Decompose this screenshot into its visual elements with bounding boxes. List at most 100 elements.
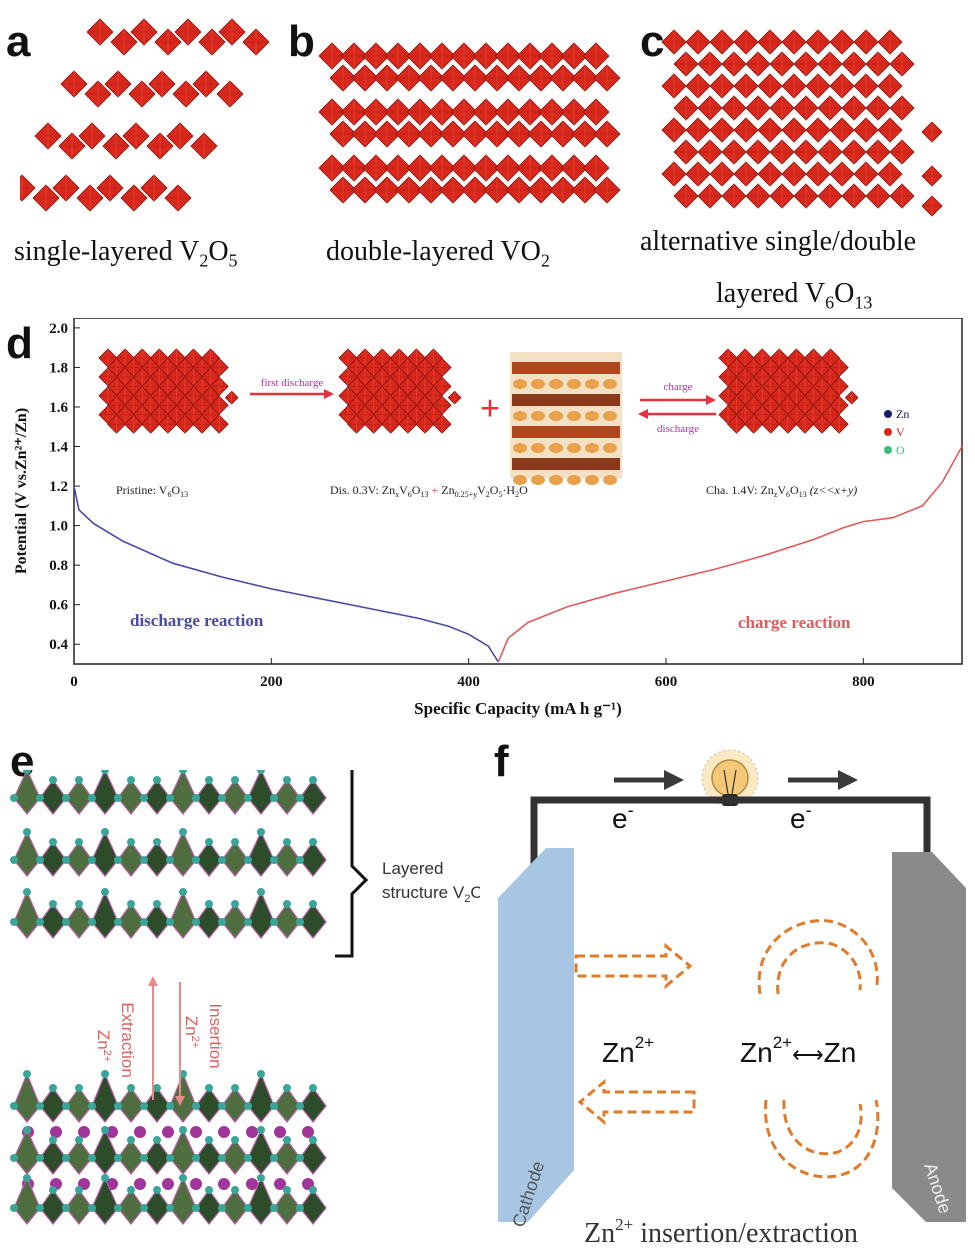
oxygen-atom xyxy=(153,1136,161,1144)
circuit-wire xyxy=(530,796,931,870)
oxygen-atom xyxy=(114,1204,122,1212)
cha-caption: Cha. 1.4V: ZnzV6O13 (z<<x+y) xyxy=(706,483,857,499)
vo-polyhedron xyxy=(65,902,93,939)
oxygen-atom xyxy=(270,794,278,802)
vo-polyhedron xyxy=(117,840,145,877)
panel-f-letter: f xyxy=(494,737,509,786)
vo-polyhedron xyxy=(13,1072,41,1123)
oxygen-atom xyxy=(23,1174,31,1182)
oxygen-atom xyxy=(179,770,187,774)
oxygen-atom xyxy=(296,1204,304,1212)
zinc-ion xyxy=(218,1126,230,1138)
oxygen-atom xyxy=(49,1084,57,1092)
oxygen-atom xyxy=(257,770,265,774)
oxygen-atom xyxy=(36,1102,44,1110)
bulb-icon xyxy=(711,759,749,797)
zvo-polyhedron xyxy=(549,443,563,453)
vo-polyhedron xyxy=(65,1138,93,1175)
legend-v: V xyxy=(896,425,905,439)
oxygen-atom xyxy=(283,776,291,784)
vo-polyhedron xyxy=(65,1086,93,1123)
vo-polyhedron xyxy=(169,1128,197,1175)
vo-polyhedron xyxy=(247,830,275,877)
zinc-ion xyxy=(190,1178,202,1190)
oxygen-atom xyxy=(10,794,18,802)
zvo-polyhedron xyxy=(549,475,563,485)
oxygen-atom xyxy=(114,794,122,802)
structure-double-layered xyxy=(318,42,621,204)
oxygen-atom xyxy=(205,1136,213,1144)
oxygen-atom xyxy=(192,794,200,802)
vo-polyhedron xyxy=(247,770,275,815)
oxygen-atom xyxy=(114,1154,122,1162)
oxygen-atom xyxy=(179,1126,187,1134)
panel-e-structure: Layered structure V2O5 Extraction Zn2+ I… xyxy=(10,770,480,1225)
first-discharge-label: first discharge xyxy=(261,377,324,389)
oxygen-atom xyxy=(309,776,317,784)
vo-polyhedron xyxy=(221,902,249,939)
x-axis-label: Specific Capacity (mA h g⁻¹) xyxy=(414,699,622,718)
oxygen-atom xyxy=(244,794,252,802)
oxygen-atom xyxy=(270,856,278,864)
oxygen-atom xyxy=(153,776,161,784)
panel-b-letter: b xyxy=(288,17,315,66)
oxygen-atom xyxy=(257,1174,265,1182)
legend-zn-dot xyxy=(884,410,892,418)
oxygen-atom xyxy=(283,1136,291,1144)
vo-polyhedron xyxy=(91,830,119,877)
oxygen-atom xyxy=(75,838,83,846)
oxygen-atom xyxy=(101,1126,109,1134)
zinc-ion xyxy=(190,1126,202,1138)
vo-polyhedron xyxy=(221,778,249,815)
oxygen-atom xyxy=(205,900,213,908)
zvo-polyhedron xyxy=(567,411,581,421)
oxygen-atom xyxy=(283,1186,291,1194)
oxygen-atom xyxy=(62,1102,70,1110)
legend-zn: Zn xyxy=(896,407,909,421)
panel-f-battery: e- e- Cathode Anode Zn2+ Zn2+⟷Zn Zn2+ in… xyxy=(498,749,966,1249)
oxygen-atom xyxy=(296,918,304,926)
vo-polyhedron xyxy=(273,1188,301,1225)
zinc-ion xyxy=(50,1126,62,1138)
vo-polyhedron xyxy=(195,1086,223,1123)
inset-discharged xyxy=(338,348,462,434)
annotation-discharge: discharge reaction xyxy=(130,611,264,630)
oxygen-atom xyxy=(23,888,31,896)
vo-polyhedron xyxy=(247,890,275,939)
series-discharge xyxy=(73,485,499,663)
oxygen-atom xyxy=(257,828,265,836)
y-tick-label: 1.6 xyxy=(49,400,68,416)
vo-polyhedron xyxy=(221,840,249,877)
vo-polyhedron xyxy=(169,890,197,939)
oxygen-atom xyxy=(10,856,18,864)
oxygen-atom xyxy=(75,1084,83,1092)
vo-polyhedron xyxy=(299,1086,327,1123)
oxygen-atom xyxy=(231,1084,239,1092)
vo-polyhedron xyxy=(195,1188,223,1225)
zvo-polyhedron xyxy=(603,379,617,389)
oxygen-atom xyxy=(166,1102,174,1110)
vo-polyhedron xyxy=(39,778,67,815)
cycle-arrow-top xyxy=(757,919,879,995)
oxygen-atom xyxy=(36,794,44,802)
oxygen-atom xyxy=(283,1084,291,1092)
oxygen-atom xyxy=(179,1174,187,1182)
zinc-ion xyxy=(274,1178,286,1190)
vo-polyhedron xyxy=(221,1188,249,1225)
oxygen-atom xyxy=(218,856,226,864)
legend-o-dot xyxy=(884,446,892,454)
oxygen-atom xyxy=(166,1154,174,1162)
oxygen-atom xyxy=(231,776,239,784)
electron-arrow-left xyxy=(664,770,684,790)
zvo-polyhedron xyxy=(585,411,599,421)
oxygen-atom xyxy=(192,1154,200,1162)
oxygen-atom xyxy=(192,856,200,864)
oxygen-atom xyxy=(166,1204,174,1212)
oxygen-atom xyxy=(88,1102,96,1110)
layered-bracket xyxy=(335,770,369,958)
oxygen-atom xyxy=(140,794,148,802)
oxygen-atom xyxy=(140,856,148,864)
vo-polyhedron xyxy=(299,1188,327,1225)
zn-ion-left: Zn2+ xyxy=(602,1033,654,1068)
